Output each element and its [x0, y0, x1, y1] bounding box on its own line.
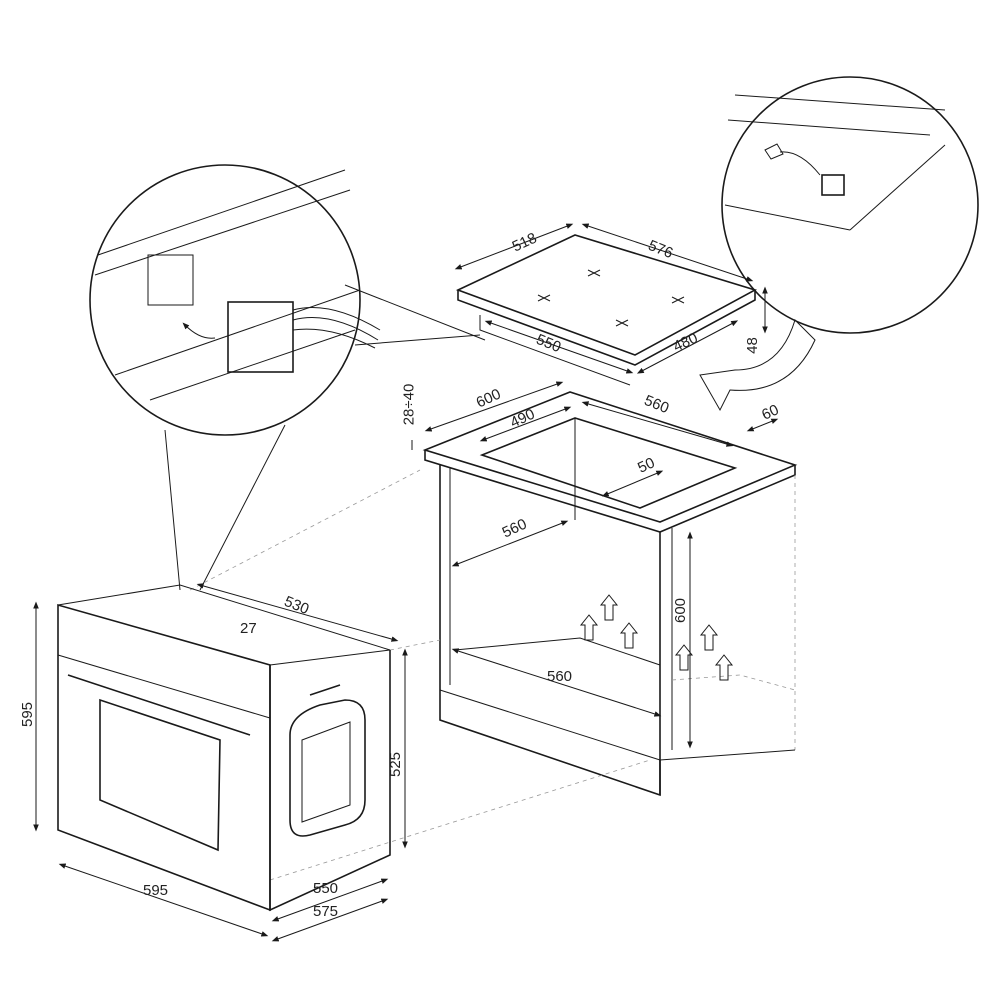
oven-body-height-label: 525	[387, 751, 405, 778]
cabinet	[411, 381, 798, 797]
oven-window	[99, 698, 221, 852]
oven	[33, 583, 408, 942]
worktop-thickness-label: 28÷40	[400, 383, 418, 426]
airflow-arrow-icons	[579, 594, 734, 681]
hob-detail-circle	[699, 76, 979, 412]
oven-handle	[67, 674, 251, 736]
oven-panel-depth-label: 27	[240, 620, 257, 637]
plug-icon	[227, 301, 381, 373]
cabinet-width-label: 560	[547, 668, 573, 685]
oven-overall-width-label: 575	[313, 903, 339, 920]
oven-front-width-label: 595	[143, 882, 169, 899]
cabinet-height-label: 600	[672, 597, 690, 624]
oven-body-width-label: 550	[313, 880, 339, 897]
hob-height-label: 48	[743, 337, 761, 354]
direction-arrow-icon	[699, 319, 816, 412]
socket-icon	[147, 254, 194, 306]
hob	[454, 223, 768, 386]
oven-front-height-label: 595	[19, 701, 37, 728]
connector-detail-circle	[89, 164, 486, 591]
projection-lines	[189, 469, 651, 881]
